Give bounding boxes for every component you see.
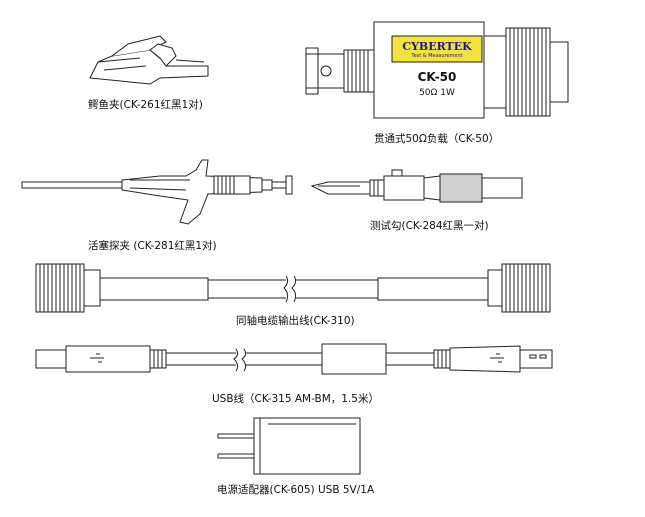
- caption-feedthrough-load: 贯通式50Ω负载（CK-50）: [374, 133, 500, 145]
- caption-power-adapter: 电源适配器(CK-605) USB 5V/1A: [217, 484, 375, 496]
- test-hook-icon: [310, 169, 523, 203]
- coax-cable-icon: [35, 263, 551, 313]
- caption-coax-cable: 同轴电缆输出线(CK-310): [236, 315, 355, 327]
- usb-cable-icon: [35, 343, 553, 375]
- caption-piston-probe: 活塞探夹 (CK-281红黑1对): [88, 240, 217, 252]
- caption-usb-cable: USB线（CK-315 AM-BM，1.5米）: [212, 393, 379, 405]
- piston-probe-icon: [21, 159, 293, 225]
- load-model: CK-50: [417, 70, 457, 84]
- caption-test-hook: 测试勾(CK-284红黑一对): [370, 220, 489, 232]
- load-brand: CYBERTEK: [402, 40, 472, 53]
- alligator-clip-icon: [89, 35, 209, 85]
- load-rating: 50Ω 1W: [419, 88, 455, 98]
- caption-alligator-clip: 鳄鱼夹(CK-261红黑1对): [88, 99, 203, 111]
- feedthrough-load-icon: [305, 21, 569, 119]
- power-adapter-icon: [217, 417, 361, 475]
- load-tagline: Test & Measurement: [411, 53, 463, 59]
